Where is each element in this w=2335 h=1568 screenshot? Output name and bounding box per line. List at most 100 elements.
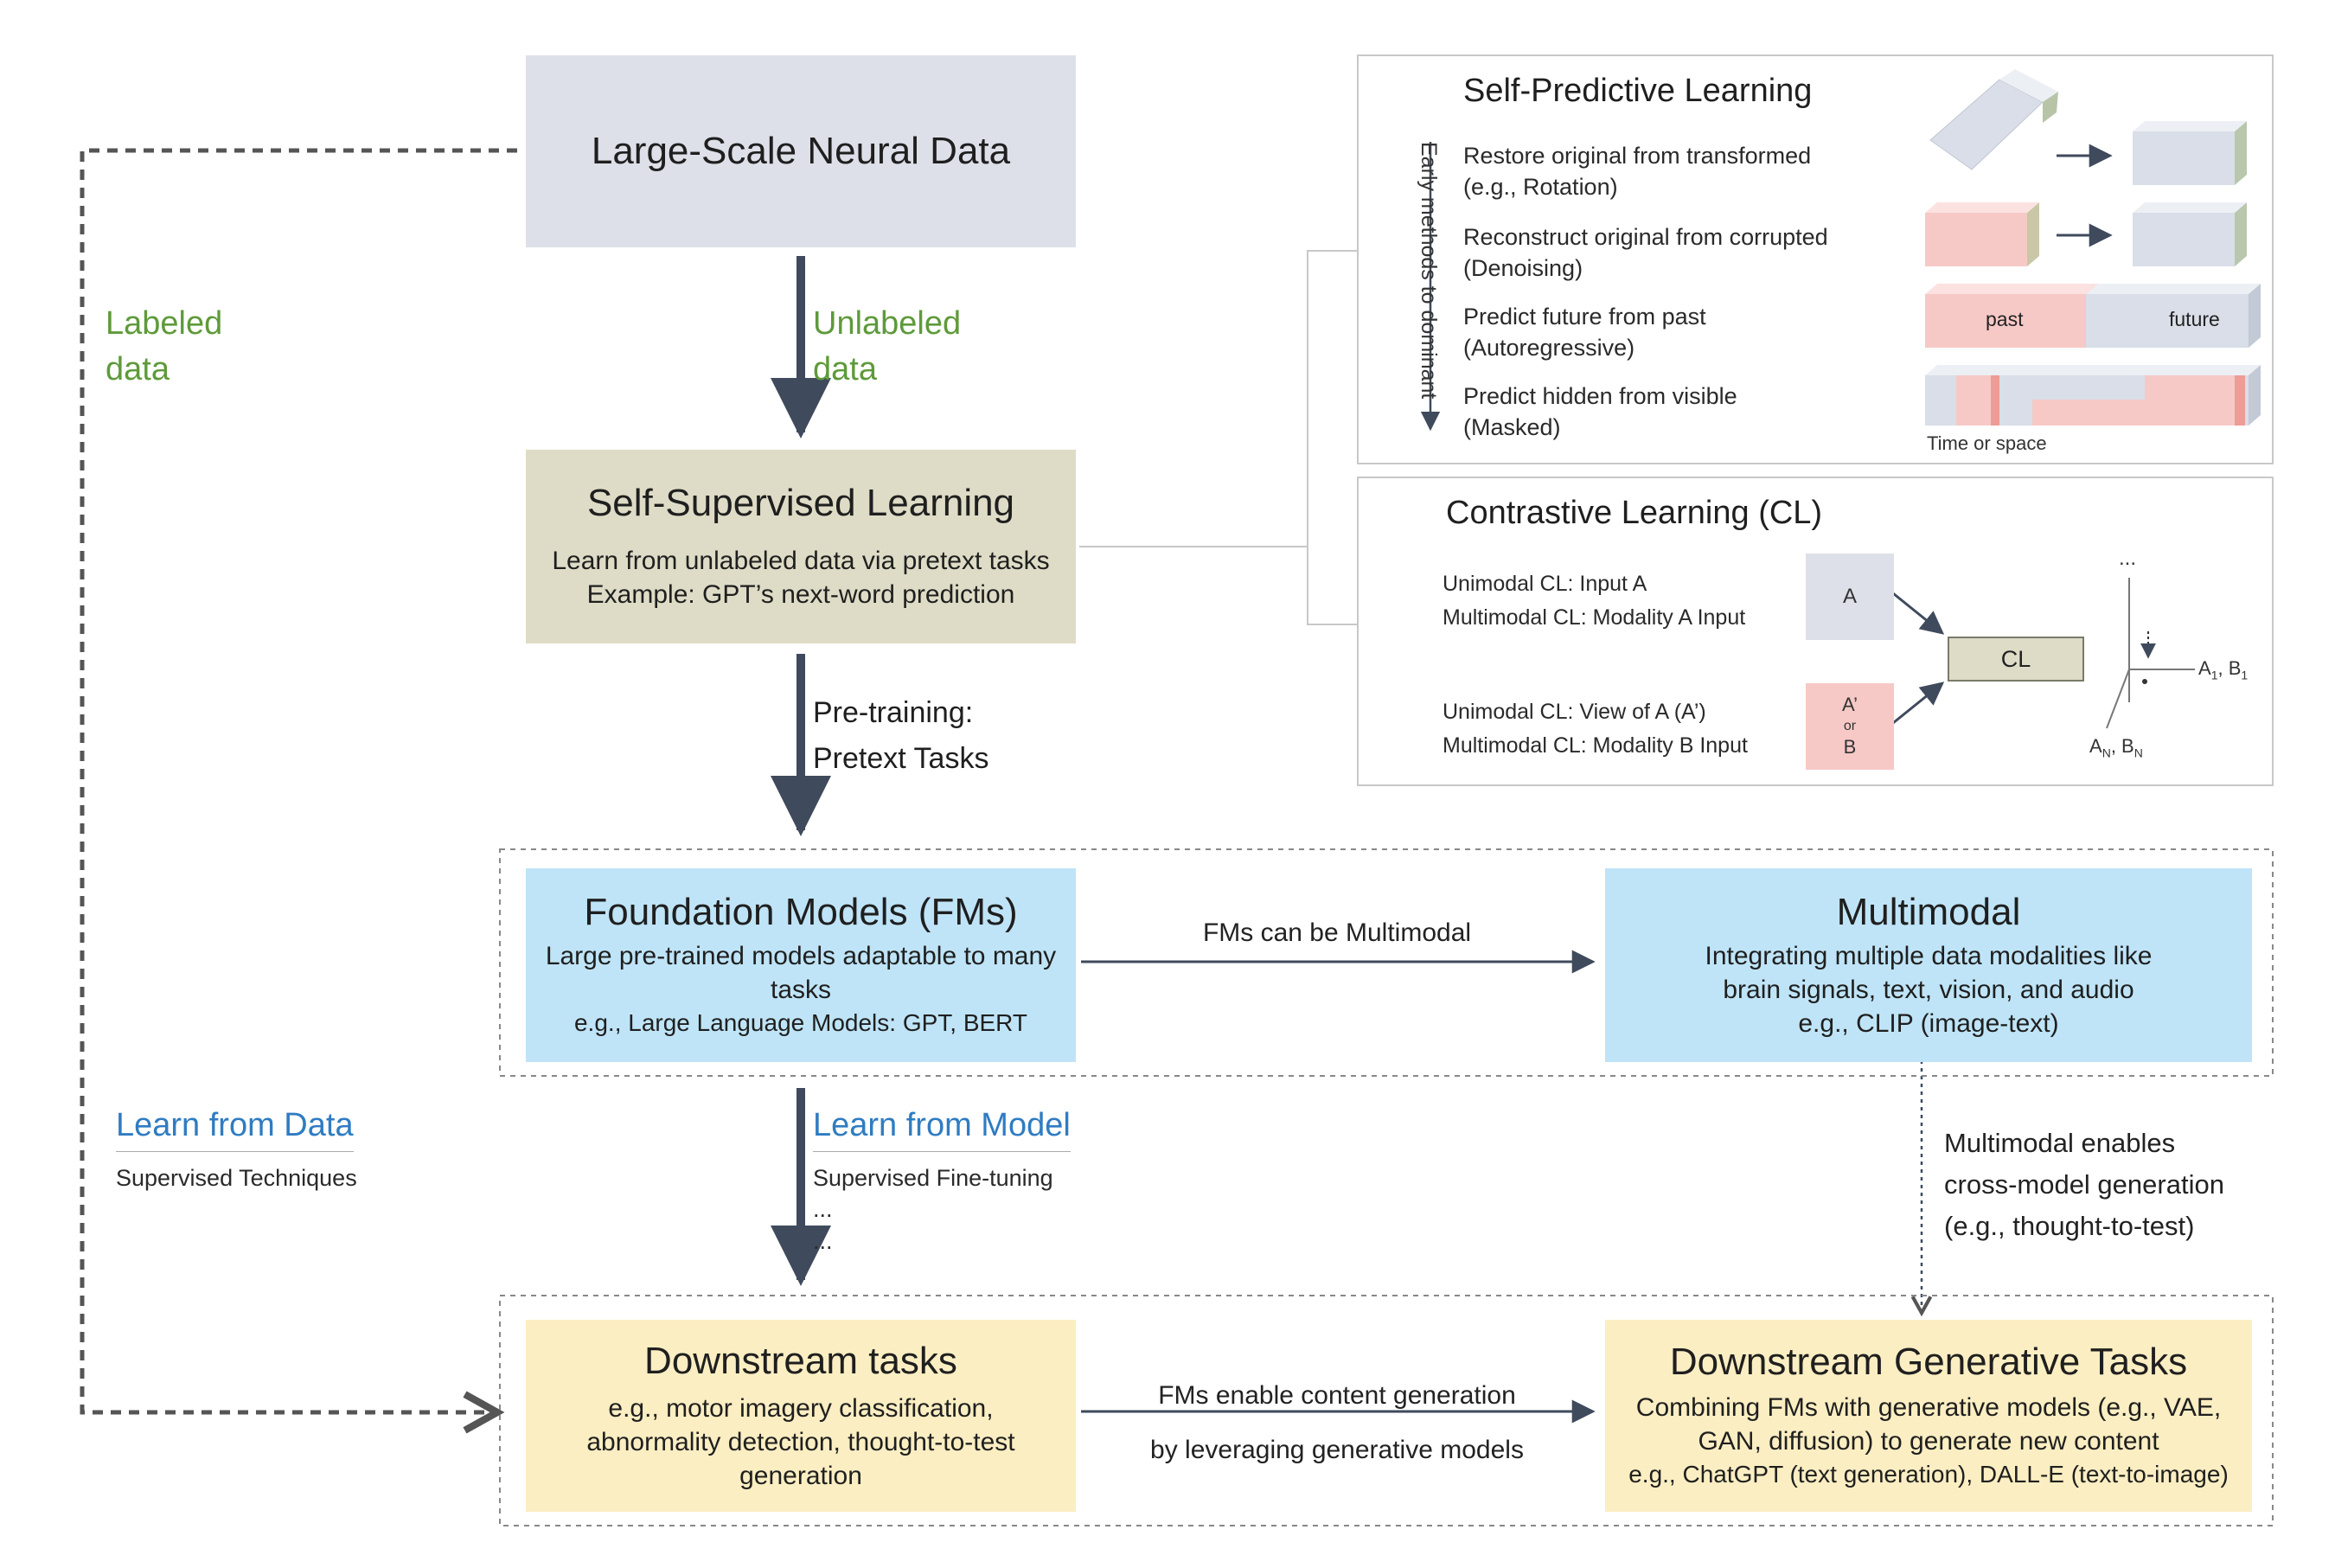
label-learn-from-data-title: Learn from Data — [116, 1107, 354, 1152]
node-text: GAN, diffusion) to generate new content — [1698, 1427, 2159, 1456]
node-title: Multimodal — [1836, 890, 2021, 933]
spl-past-label: past — [1986, 308, 2024, 330]
group-frame-fm — [499, 848, 2274, 1077]
label-line: Pretext Tasks — [813, 741, 989, 775]
spl-vertical-label: Early methods to dominant — [1417, 142, 1441, 400]
cl-label-an-bn: AN, BN — [2089, 735, 2143, 759]
spl-item-autoregressive: Predict future from past (Autoregressive… — [1463, 301, 1706, 364]
cl-label-part: , B — [2217, 657, 2242, 679]
spl-item-text: Restore original from transformed — [1463, 143, 1812, 169]
cl-box-b-or: or — [1843, 718, 1857, 733]
spl-item-text: Reconstruct original from corrupted — [1463, 224, 1828, 250]
label-multimodal-enables: Multimodal enables cross-model generatio… — [1944, 1123, 2224, 1247]
node-title: Self-Supervised Learning — [586, 482, 1015, 524]
label-line: (e.g., thought-to-test) — [1944, 1211, 2195, 1242]
node-text: Learn from unlabeled data via pretext ta… — [552, 547, 1050, 575]
cl-label-part: N — [2133, 746, 2143, 760]
spl-item-text: (e.g., Rotation) — [1463, 174, 1618, 201]
cl-label-a1-b1: A1, B1 — [2198, 657, 2248, 682]
spl-masked-block — [1925, 365, 2261, 426]
node-text: e.g., ChatGPT (text generation), DALL-E … — [1628, 1461, 2229, 1488]
label-line: by leveraging generative models — [1150, 1436, 1524, 1464]
node-text: e.g., Large Language Models: GPT, BERT — [573, 1009, 1027, 1037]
node-text: abnormality detection, thought-to-test — [586, 1427, 1015, 1456]
cl-box-b: A’ or B — [1806, 683, 1894, 770]
spl-title: Self-Predictive Learning — [1463, 73, 1813, 109]
node-title: Downstream Generative Tasks — [1669, 1341, 2188, 1384]
cl-box-b-label: A’ — [1842, 694, 1858, 715]
group-frame-downstream — [499, 1295, 2274, 1526]
cl-modality-b-text: Unimodal CL: View of A (A’) Multimodal C… — [1443, 695, 1748, 763]
spl-block-corrupted — [1925, 202, 2039, 266]
spl-past-future-block — [1925, 284, 2261, 348]
node-downstream-tasks: Downstream tasks e.g., motor imagery cla… — [526, 1320, 1076, 1512]
cl-label-part: A — [2198, 657, 2211, 679]
cl-label-part: , B — [2110, 735, 2134, 757]
label-fm-can-be-multimodal: FMs can be Multimodal — [1202, 918, 1472, 947]
cl-box-cl: CL — [1948, 637, 2084, 682]
bracket-panels — [1307, 250, 1358, 625]
label-dots: ... — [813, 1196, 833, 1223]
cl-point — [2142, 679, 2147, 684]
label-line: Pre-training: — [813, 696, 974, 729]
cl-arrow-a — [1888, 588, 1945, 635]
node-text: Example: GPT’s next-word prediction — [586, 580, 1015, 609]
label-learn-from-data: Learn from Data Supervised Techniques — [116, 1107, 357, 1194]
cl-axis-diagonal — [2106, 669, 2130, 729]
cl-text: Multimodal CL: Modality B Input — [1443, 733, 1748, 758]
node-large-scale-data: Large-Scale Neural Data — [526, 55, 1076, 247]
label-fm-enable-generation: FMs enable content generation by leverag… — [1081, 1368, 1593, 1477]
cl-label-part: 1 — [2241, 668, 2249, 682]
label-line: FMs enable content generation — [1158, 1381, 1516, 1410]
label-pretraining: Pre-training: Pretext Tasks — [813, 690, 988, 781]
spl-block-target-2 — [2133, 202, 2247, 266]
cl-label-part: A — [2089, 735, 2102, 757]
spl-item-text: (Masked) — [1463, 414, 1561, 441]
node-text: Integrating multiple data modalities lik… — [1705, 941, 2153, 970]
node-text: e.g., motor imagery classification, — [608, 1393, 994, 1423]
node-text: brain signals, text, vision, and audio — [1723, 975, 2134, 1004]
spl-item-masked: Predict hidden from visible (Masked) — [1463, 381, 1737, 444]
spl-item-text: Predict hidden from visible — [1463, 383, 1737, 409]
node-self-supervised-learning: Self-Supervised Learning Learn from unla… — [526, 450, 1076, 643]
label-supervised-techniques: Supervised Techniques — [116, 1165, 357, 1191]
node-text: Large pre-trained models adaptable to ma… — [545, 942, 1057, 971]
node-title: Foundation Models (FMs) — [584, 891, 1018, 934]
node-text: generation — [739, 1461, 862, 1490]
spl-item-text: (Autoregressive) — [1463, 335, 1635, 362]
label-labeled-data: Labeled data — [106, 301, 222, 393]
node-foundation-models: Foundation Models (FMs) Large pre-traine… — [526, 868, 1076, 1062]
cl-box-cl-label: CL — [2000, 645, 2031, 672]
label-line: Unlabeled — [813, 305, 962, 342]
label-line: Multimodal enables — [1944, 1128, 2176, 1158]
label-line: cross-model generation — [1944, 1169, 2224, 1200]
cl-label-part: N — [2102, 746, 2111, 760]
cl-box-a: A — [1806, 554, 1894, 640]
label-line: data — [813, 351, 877, 388]
cl-text: Unimodal CL: Input A — [1443, 572, 1647, 596]
spl-rotated-block — [1929, 69, 2058, 170]
label-learn-from-model: Learn from Model Supervised Fine-tuning … — [813, 1107, 1071, 1257]
node-title: Downstream tasks — [644, 1339, 957, 1382]
spl-future-label: future — [2169, 308, 2220, 330]
label-fine-tuning: Supervised Fine-tuning — [813, 1165, 1053, 1191]
cl-arrow-b — [1888, 682, 1945, 728]
label-learn-from-model-title: Learn from Model — [813, 1107, 1071, 1152]
cl-axis-dots: ... — [2119, 547, 2137, 570]
cl-box-b-label: B — [1843, 736, 1857, 758]
label-line: data — [106, 351, 170, 388]
label-unlabeled-data: Unlabeled data — [813, 301, 961, 393]
spl-block-target-1 — [2133, 121, 2247, 185]
cl-modality-a-text: Unimodal CL: Input A Multimodal CL: Moda… — [1443, 567, 1745, 635]
spl-item-text: Predict future from past — [1463, 304, 1706, 330]
cl-title: Contrastive Learning (CL) — [1446, 495, 1823, 531]
cl-text: Multimodal CL: Modality A Input — [1443, 605, 1746, 630]
cl-label-part: 1 — [2210, 668, 2218, 682]
label-line: Labeled — [106, 305, 223, 342]
cl-text: Unimodal CL: View of A (A’) — [1443, 700, 1706, 724]
node-title: Large-Scale Neural Data — [591, 130, 1011, 172]
node-text: Combining FMs with generative models (e.… — [1635, 1393, 2222, 1423]
spl-item-text: (Denoising) — [1463, 255, 1583, 282]
spl-item-denoising: Reconstruct original from corrupted (Den… — [1463, 221, 1828, 285]
